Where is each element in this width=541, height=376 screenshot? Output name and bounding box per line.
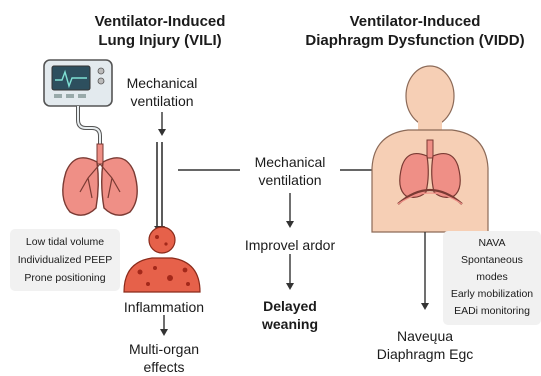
right-box-item: Spontaneous	[449, 252, 535, 269]
center-mv-line2: ventilation	[240, 171, 340, 189]
ventilator-monitor-icon	[44, 60, 112, 146]
left-title-line1: Ventilator-Induced	[60, 12, 260, 31]
right-box-item: EADi monitoring	[449, 303, 535, 320]
left-title-line2: Lung Injury (VILI)	[60, 31, 260, 50]
human-torso-icon	[372, 66, 488, 232]
bottom-right-line2: Diaphragm Egc	[360, 345, 490, 363]
multiorgan-line2: effects	[114, 358, 214, 376]
right-box-item: NAVA	[449, 235, 535, 252]
improvel-ardor-label: Improvel ardor	[225, 236, 355, 254]
center-mv-line1: Mechanical	[240, 153, 340, 171]
right-box-item: modes	[449, 269, 535, 286]
left-mv-line2: ventilation	[112, 92, 212, 110]
left-mv-line1: Mechanical	[112, 74, 212, 92]
left-box-item: Prone positioning	[16, 269, 114, 287]
right-title-line2: Diaphragm Dysfunction (VIDD)	[290, 31, 540, 50]
left-strategies-box: Low tidal volume Individualized PEEP Pro…	[10, 229, 120, 291]
right-strategies-box: NAVA Spontaneous modes Early mobilizatio…	[443, 231, 541, 325]
delayed-line2: weaning	[240, 315, 340, 333]
delayed-line1: Delayed	[240, 297, 340, 315]
inflammation-label: Inflammation	[114, 298, 214, 316]
inflamed-body-icon	[124, 227, 200, 292]
bottom-right-line1: Naveųua	[360, 327, 490, 345]
left-lungs-icon	[63, 144, 137, 215]
left-box-item: Individualized PEEP	[16, 251, 114, 269]
right-title-line1: Ventilator-Induced	[290, 12, 540, 31]
multiorgan-line1: Multi-organ	[114, 340, 214, 358]
left-box-item: Low tidal volume	[16, 233, 114, 251]
right-box-item: Early mobilization	[449, 286, 535, 303]
